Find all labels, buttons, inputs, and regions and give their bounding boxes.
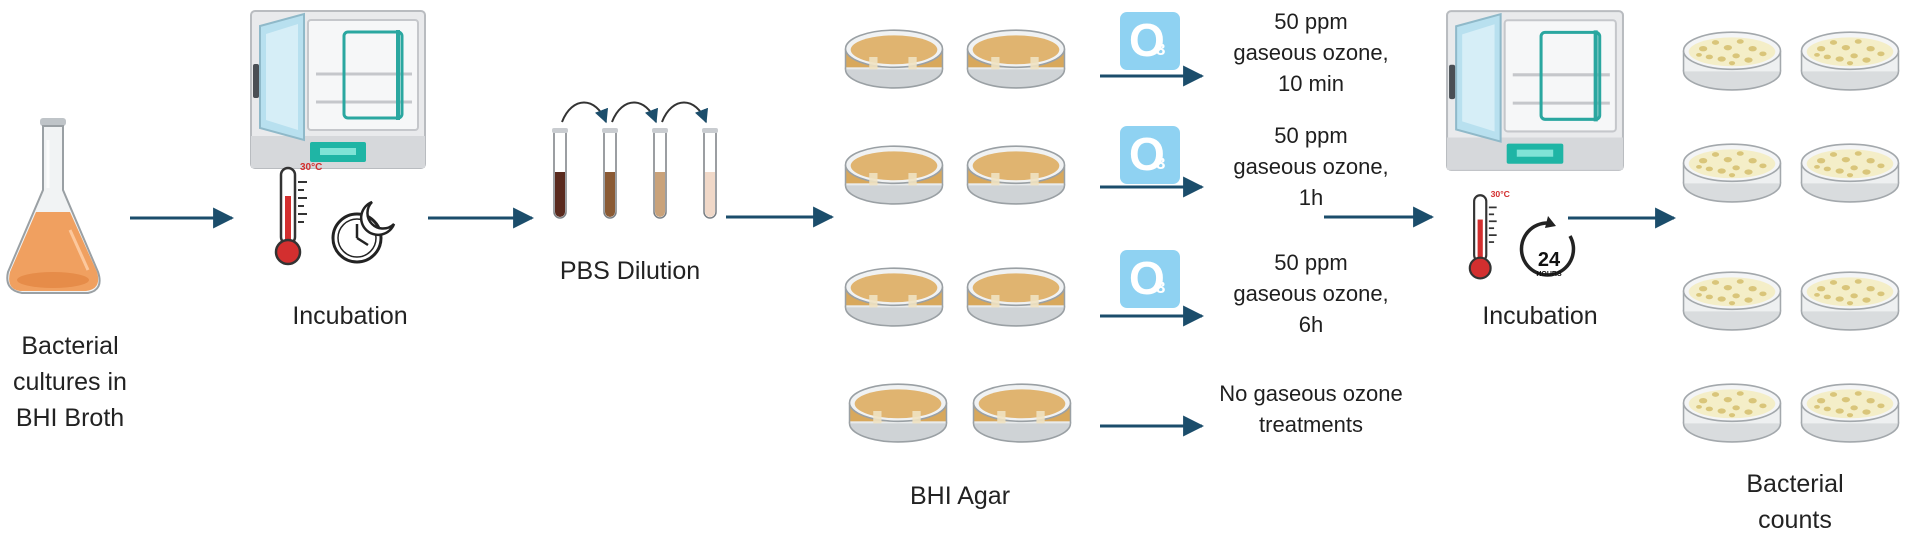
treatment-line: 1h bbox=[1298, 185, 1324, 210]
incubator-icon bbox=[249, 9, 427, 170]
counts-label-line: counts bbox=[1758, 506, 1832, 534]
agar-plate bbox=[966, 29, 1066, 89]
treatment-line: gaseous ozone, bbox=[1233, 40, 1389, 65]
dilution-tube bbox=[552, 128, 568, 219]
thermometer-icon bbox=[274, 160, 324, 266]
treatment-label: No gaseous ozone treatments bbox=[1186, 378, 1436, 440]
ozone-symbol: O bbox=[1129, 14, 1165, 66]
treatment-line: treatments bbox=[1259, 412, 1363, 437]
dilution-tube bbox=[652, 128, 668, 219]
dilution-tube bbox=[702, 128, 718, 219]
colony-plate bbox=[1682, 31, 1782, 91]
treatment-line: 50 ppm bbox=[1274, 250, 1348, 275]
colony-plates bbox=[1682, 31, 1900, 443]
incubator-icon bbox=[1447, 11, 1623, 170]
ozone-badge-icon: O 3 bbox=[1120, 12, 1180, 70]
colony-plate bbox=[1800, 271, 1900, 331]
flask-icon bbox=[6, 118, 101, 294]
agar-plate bbox=[844, 267, 944, 327]
incubation-label-2: Incubation bbox=[1482, 302, 1598, 330]
treatment-label: 50 ppm gaseous ozone, 6h bbox=[1206, 247, 1416, 340]
timer-value: 24 bbox=[1538, 249, 1561, 271]
colony-plate bbox=[1682, 271, 1782, 331]
treatment-label: 50 ppm gaseous ozone, 10 min bbox=[1206, 6, 1416, 99]
treatment-line: 6h bbox=[1298, 312, 1324, 337]
agar-plate bbox=[844, 145, 944, 205]
counts-label: Bacterial counts bbox=[1720, 466, 1870, 538]
agar-plate bbox=[844, 29, 944, 89]
treatment-line: 10 min bbox=[1277, 71, 1345, 96]
clock-moon-icon bbox=[331, 200, 396, 264]
ozone-badge-icon: O 3 bbox=[1120, 250, 1180, 308]
treatment-line: 50 ppm bbox=[1274, 123, 1348, 148]
incubation-label: Incubation bbox=[292, 302, 408, 330]
ozone-subscript: 3 bbox=[1156, 278, 1166, 297]
treatment-line: gaseous ozone, bbox=[1233, 154, 1389, 179]
culture-label-line: Bacterial bbox=[21, 332, 119, 360]
colony-plate bbox=[1800, 143, 1900, 203]
agar-plate bbox=[972, 383, 1072, 443]
treatment-line: 50 ppm bbox=[1274, 9, 1348, 34]
agar-plate bbox=[966, 267, 1066, 327]
colony-plate bbox=[1800, 383, 1900, 443]
timer-unit: HOURS bbox=[1536, 271, 1562, 278]
culture-label: Bacterial cultures in BHI Broth bbox=[0, 328, 150, 436]
ozone-subscript: 3 bbox=[1156, 40, 1166, 59]
colony-plate bbox=[1682, 383, 1782, 443]
colony-plate bbox=[1682, 143, 1782, 203]
agar-plate bbox=[966, 145, 1066, 205]
agar-plate bbox=[848, 383, 948, 443]
ozone-badge-icon: O 3 bbox=[1120, 126, 1180, 184]
treatment-label: 50 ppm gaseous ozone, 1h bbox=[1206, 120, 1416, 213]
culture-label-line: BHI Broth bbox=[15, 404, 125, 432]
counts-label-line: Bacterial bbox=[1746, 470, 1844, 498]
colony-plate bbox=[1800, 31, 1900, 91]
dilution-tubes-icon bbox=[552, 101, 718, 219]
ozone-subscript: 3 bbox=[1156, 154, 1166, 173]
treatment-line: No gaseous ozone bbox=[1219, 381, 1403, 406]
dilution-tube bbox=[602, 128, 618, 219]
agar-plates bbox=[844, 29, 1072, 443]
agar-label: BHI Agar bbox=[909, 482, 1011, 510]
treatment-line: gaseous ozone, bbox=[1233, 281, 1389, 306]
ozone-symbol: O bbox=[1129, 252, 1165, 304]
ozone-symbol: O bbox=[1129, 128, 1165, 180]
culture-label-line: cultures in bbox=[13, 368, 127, 396]
24-hour-timer-icon: 24 HOURS bbox=[1519, 216, 1576, 278]
thermometer-icon bbox=[1468, 188, 1512, 280]
dilution-label: PBS Dilution bbox=[559, 257, 701, 285]
